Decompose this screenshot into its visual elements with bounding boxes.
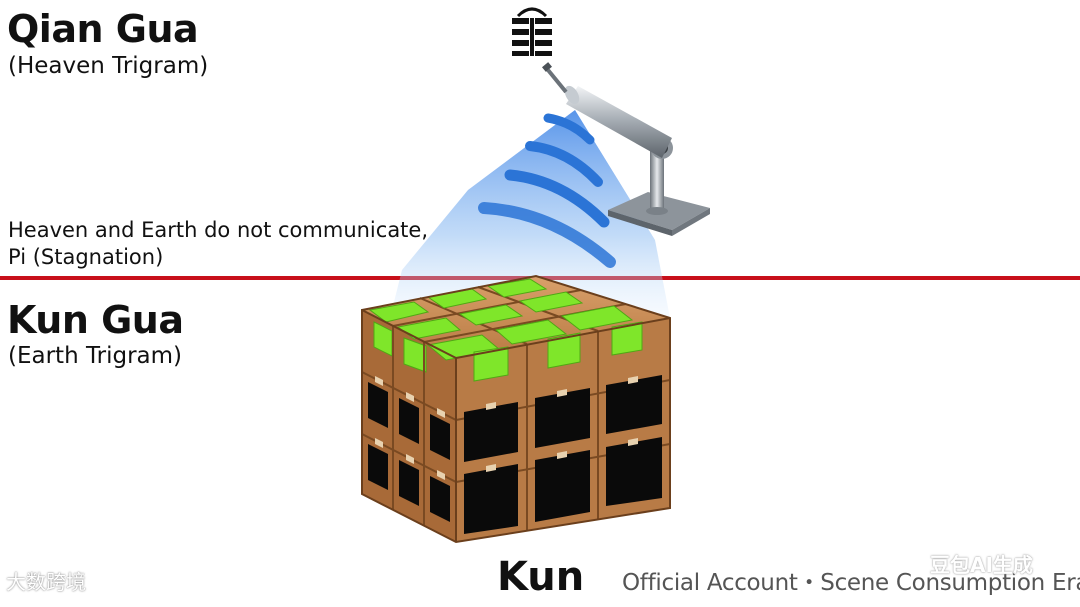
heaven-trigram-icon — [512, 7, 552, 56]
footer-attribution: Official Account・Scene Consumption Era — [622, 570, 1080, 596]
kun-gua-subtitle: (Earth Trigram) — [8, 343, 183, 369]
sensor-device-icon — [542, 62, 710, 236]
pi-caption-line1: Heaven and Earth do not communicate, — [8, 218, 429, 242]
qian-gua-subtitle: (Heaven Trigram) — [8, 53, 209, 79]
qian-gua-title: Qian Gua — [7, 7, 199, 51]
box-cube-icon — [361, 274, 671, 544]
watermark-left: 大数跨境 — [6, 570, 86, 594]
pi-caption-line2: Pi (Stagnation) — [8, 245, 164, 269]
kun-cube-label: Kun — [497, 554, 585, 600]
signal-waves — [478, 113, 616, 268]
watermark-right: 豆包AI生成 — [930, 553, 1033, 577]
pi-caption: Heaven and Earth do not communicate, Pi … — [8, 217, 428, 271]
kun-gua-title: Kun Gua — [7, 298, 184, 342]
